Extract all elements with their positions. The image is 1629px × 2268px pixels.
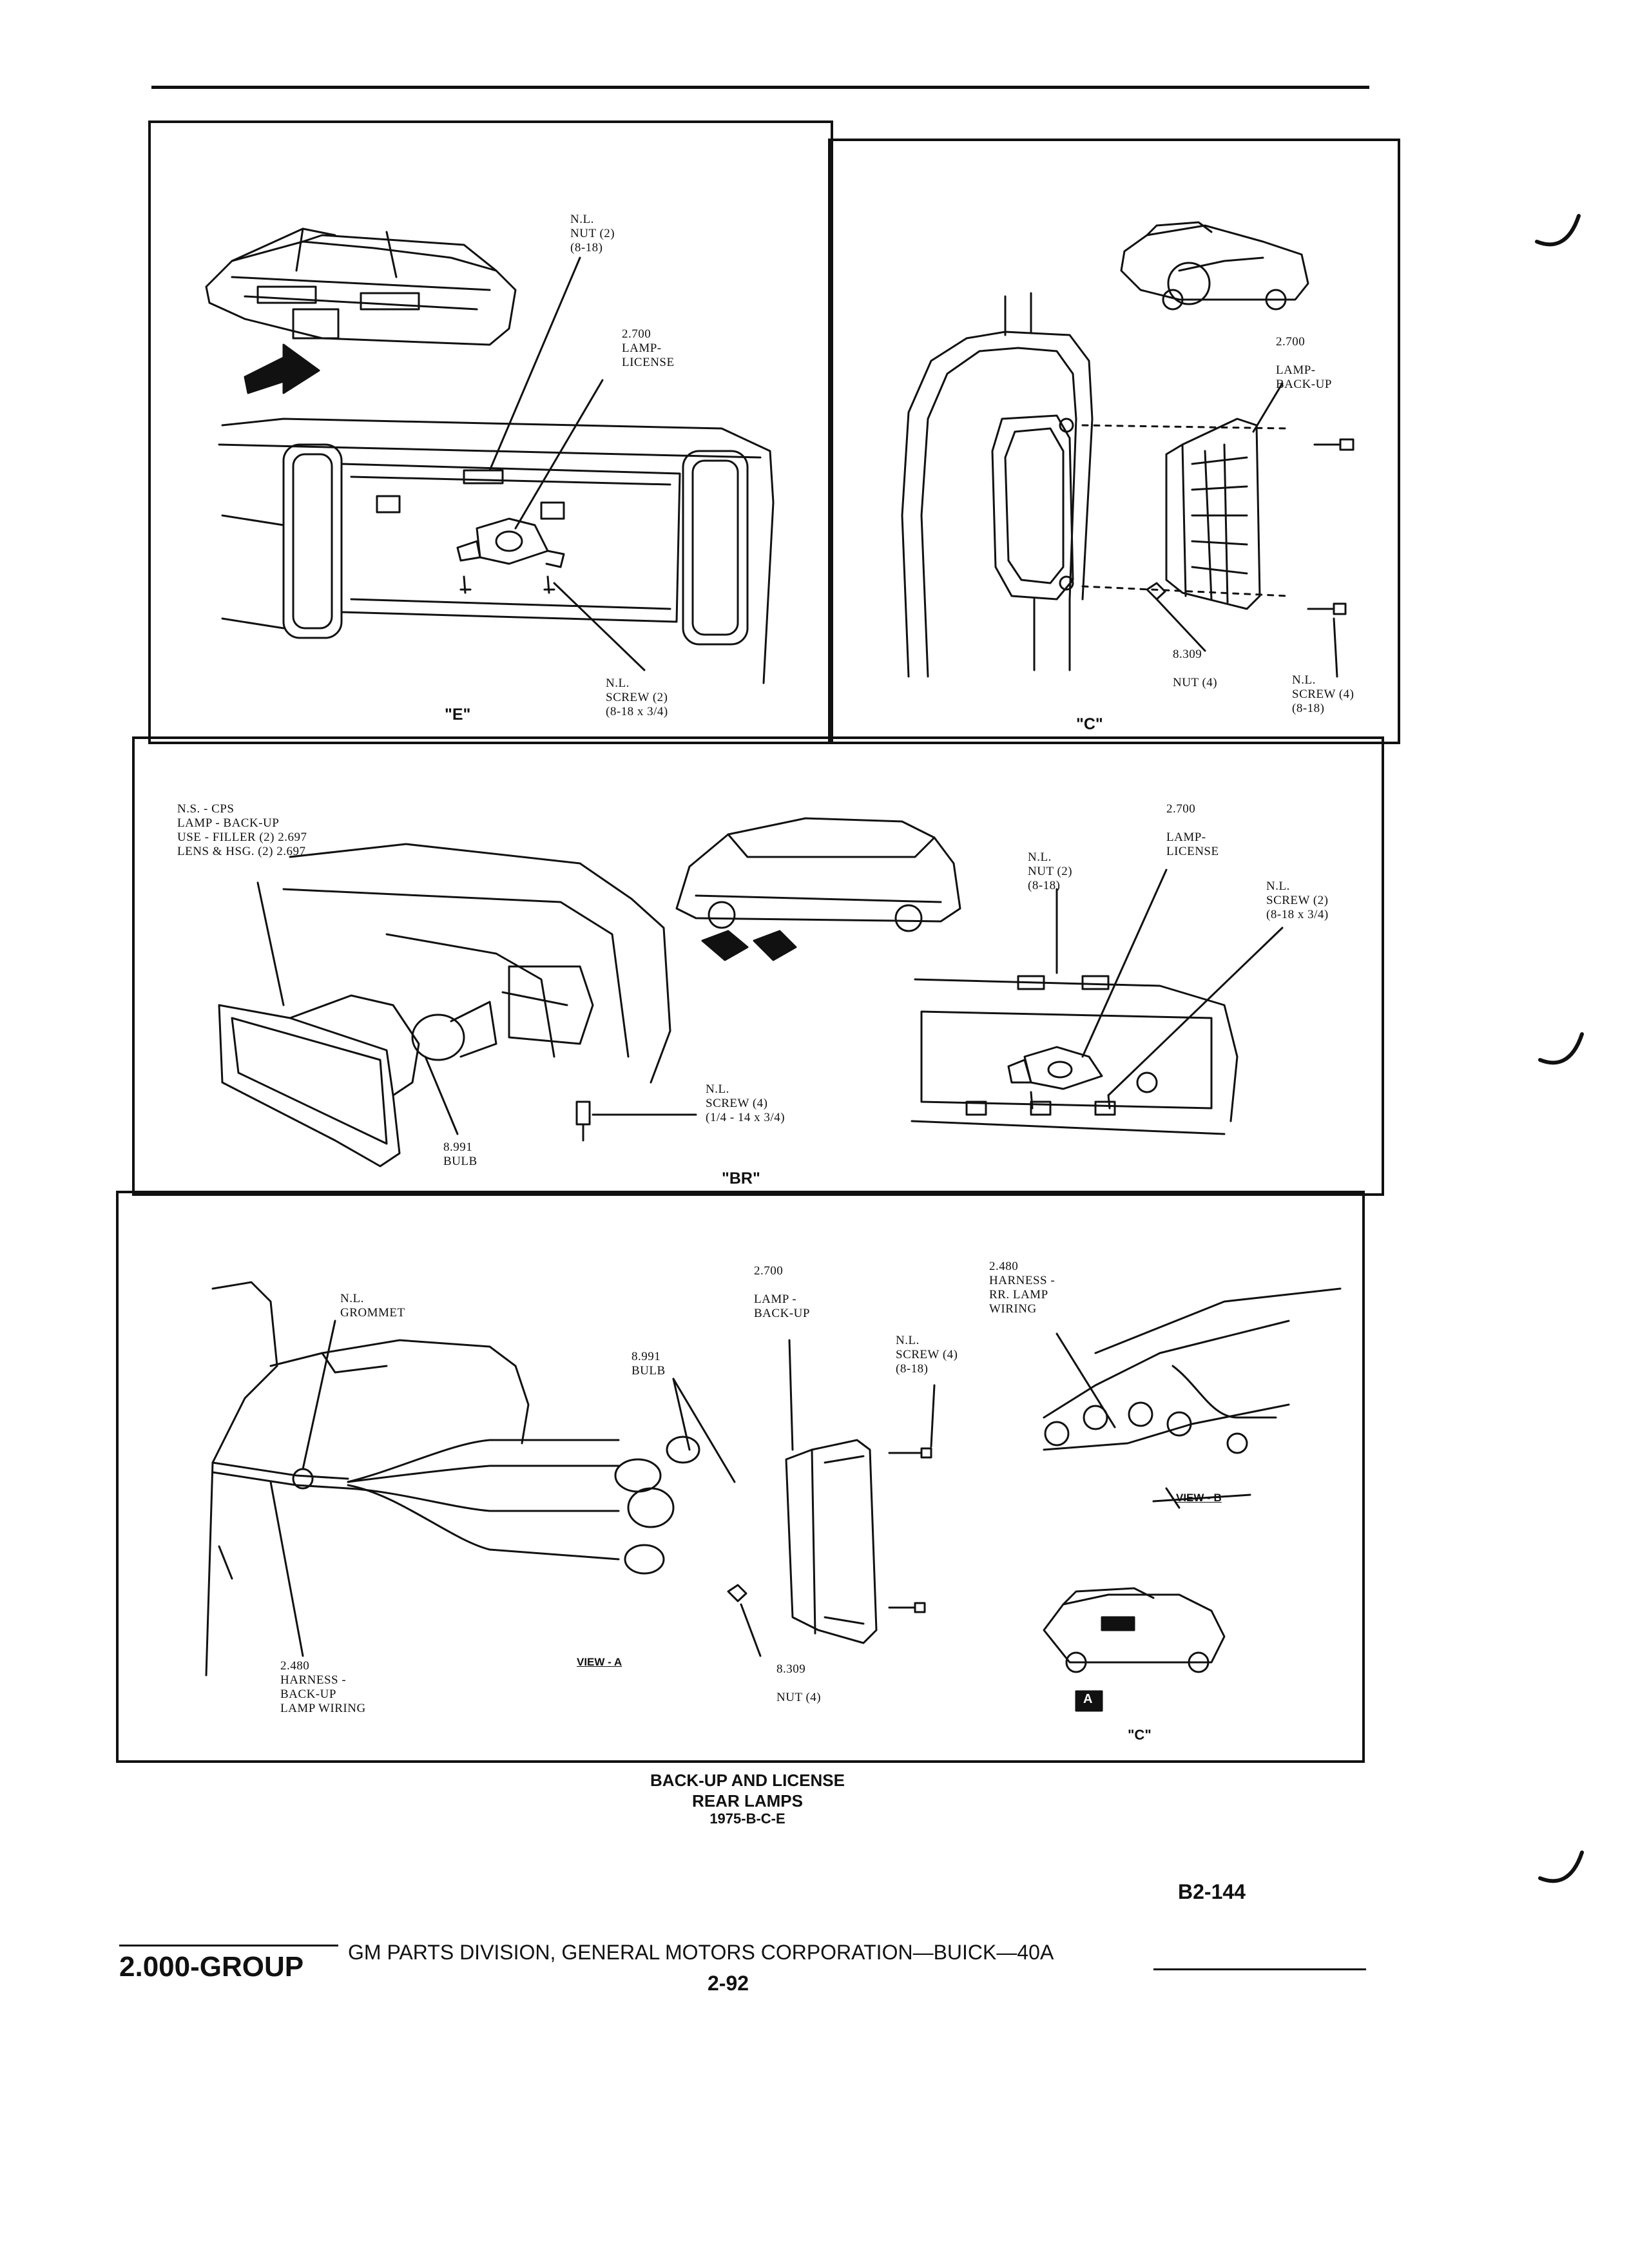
figure-caption-line1: BACK-UP AND LICENSE — [650, 1771, 845, 1790]
footer-group: 2.000-GROUP — [119, 1951, 304, 1983]
footer-rule-right — [1153, 1968, 1366, 1970]
panel-br-arrows — [701, 930, 797, 961]
panel-c-bottom-marker-label: A — [1083, 1692, 1093, 1706]
panel-br-screw2-label: N.L. SCREW (2) (8-18 x 3/4) — [1266, 879, 1329, 921]
panel-c-bottom-lamp-label: 2.700 LAMP - BACK-UP — [754, 1264, 810, 1320]
top-rule — [151, 86, 1369, 89]
panel-c-bottom-view-label: "C" — [1128, 1727, 1152, 1743]
panel-c-bottom-screw-label: N.L. SCREW (4) (8-18) — [896, 1334, 958, 1376]
panel-c-bottom-harness-bu-label: 2.480 HARNESS - BACK-UP LAMP WIRING — [280, 1659, 366, 1715]
panel-c-top-nut-label: 8.309 NUT (4) — [1173, 648, 1218, 689]
panel-e-leaders — [488, 256, 646, 671]
panel-e-frame — [148, 120, 833, 744]
figure-caption-line2: REAR LAMPS — [692, 1791, 803, 1811]
panel-br-screw-label: N.L. SCREW (4) (1/4 - 14 x 3/4) — [706, 1082, 786, 1124]
panel-c-bottom-bulb-label: 8.991 BULB — [631, 1350, 666, 1378]
footer-page-number: 2-92 — [708, 1972, 749, 1995]
panel-br-car-sketch — [675, 817, 961, 932]
margin-checkmark-icon — [1535, 214, 1581, 247]
panel-c-bottom-car-sketch — [1043, 1587, 1226, 1673]
panel-c-bottom-leaders — [269, 1320, 1116, 1657]
panel-br-nut-label: N.L. NUT (2) (8-18) — [1028, 850, 1073, 892]
panel-c-top-leaders — [1081, 424, 1290, 597]
panel-e-nut-label: N.L. NUT (2) (8-18) — [570, 213, 615, 255]
panel-c-bottom-view-b: VIEW - B — [1176, 1492, 1222, 1504]
panel-c-top-screws — [1146, 438, 1354, 615]
panel-e-lamp-label: 2.700 LAMP- LICENSE — [622, 327, 675, 369]
panel-c-top-car-sketch — [1120, 221, 1309, 311]
panel-c-bottom-view-b — [1043, 1287, 1342, 1509]
panel-br-license-lamp — [1007, 1046, 1111, 1110]
panel-br-backup-lamp — [218, 994, 497, 1168]
figure-caption-line3: 1975-B-C-E — [709, 1811, 786, 1827]
panel-c-top-backup-lamp — [1059, 418, 1261, 610]
panel-e-license-lamp — [456, 517, 565, 594]
panel-c-top-fender — [901, 292, 1094, 678]
panel-c-top-frame — [828, 139, 1400, 744]
panel-br-bumper — [282, 843, 671, 1084]
panel-e-car-sketch — [205, 227, 517, 346]
panel-c-top-screw-label: N.L. SCREW (4) (8-18) — [1292, 673, 1354, 715]
panel-c-bottom-nut-label: 8.309 NUT (4) — [776, 1662, 822, 1704]
panel-br-view-label: "BR" — [722, 1169, 760, 1187]
panel-c-bottom-grommet-label: N.L. GROMMET — [340, 1292, 405, 1320]
panel-c-top-leader-lines — [1155, 382, 1338, 678]
panel-e-screw-label: N.L. SCREW (2) (8-18 x 3/4) — [606, 677, 668, 718]
panel-br-leaders — [256, 869, 1284, 1135]
panel-e-view-label: "E" — [445, 706, 471, 724]
panel-c-bottom-body — [205, 1281, 530, 1677]
panel-br-ns-label: N.S. - CPS LAMP - BACK-UP USE - FILLER (… — [177, 802, 307, 858]
panel-c-bottom-view-a: VIEW - A — [577, 1656, 622, 1668]
panel-br-license-area — [911, 975, 1239, 1135]
panel-c-bottom-marker — [1075, 1690, 1103, 1712]
footer-rule-left — [119, 1945, 338, 1946]
footer-division: GM PARTS DIVISION, GENERAL MOTORS CORPOR… — [348, 1941, 1054, 1964]
panel-e-arrow — [244, 343, 320, 394]
panel-c-bottom-harness-rr-label: 2.480 HARNESS - RR. LAMP WIRING — [989, 1260, 1055, 1316]
panel-c-bottom-backup-lamp — [727, 1439, 932, 1644]
margin-checkmark-icon — [1538, 1850, 1584, 1883]
panel-c-bottom-harness — [211, 1436, 700, 1575]
panel-br-lamp-label: 2.700 LAMP- LICENSE — [1166, 802, 1219, 858]
margin-checkmark-icon — [1538, 1032, 1584, 1065]
panel-c-top-view-label: "C" — [1076, 715, 1103, 733]
panel-br-bulb-label: 8.991 BULB — [443, 1140, 477, 1168]
panel-e-bumper-detail — [218, 418, 775, 684]
panel-br-screw — [575, 1100, 591, 1142]
panel-br-frame — [132, 736, 1384, 1196]
page-code: B2-144 — [1178, 1880, 1246, 1903]
panel-c-bottom-frame — [116, 1191, 1365, 1763]
panel-c-top-lamp-label: 2.700 LAMP- BACK-UP — [1276, 335, 1332, 391]
